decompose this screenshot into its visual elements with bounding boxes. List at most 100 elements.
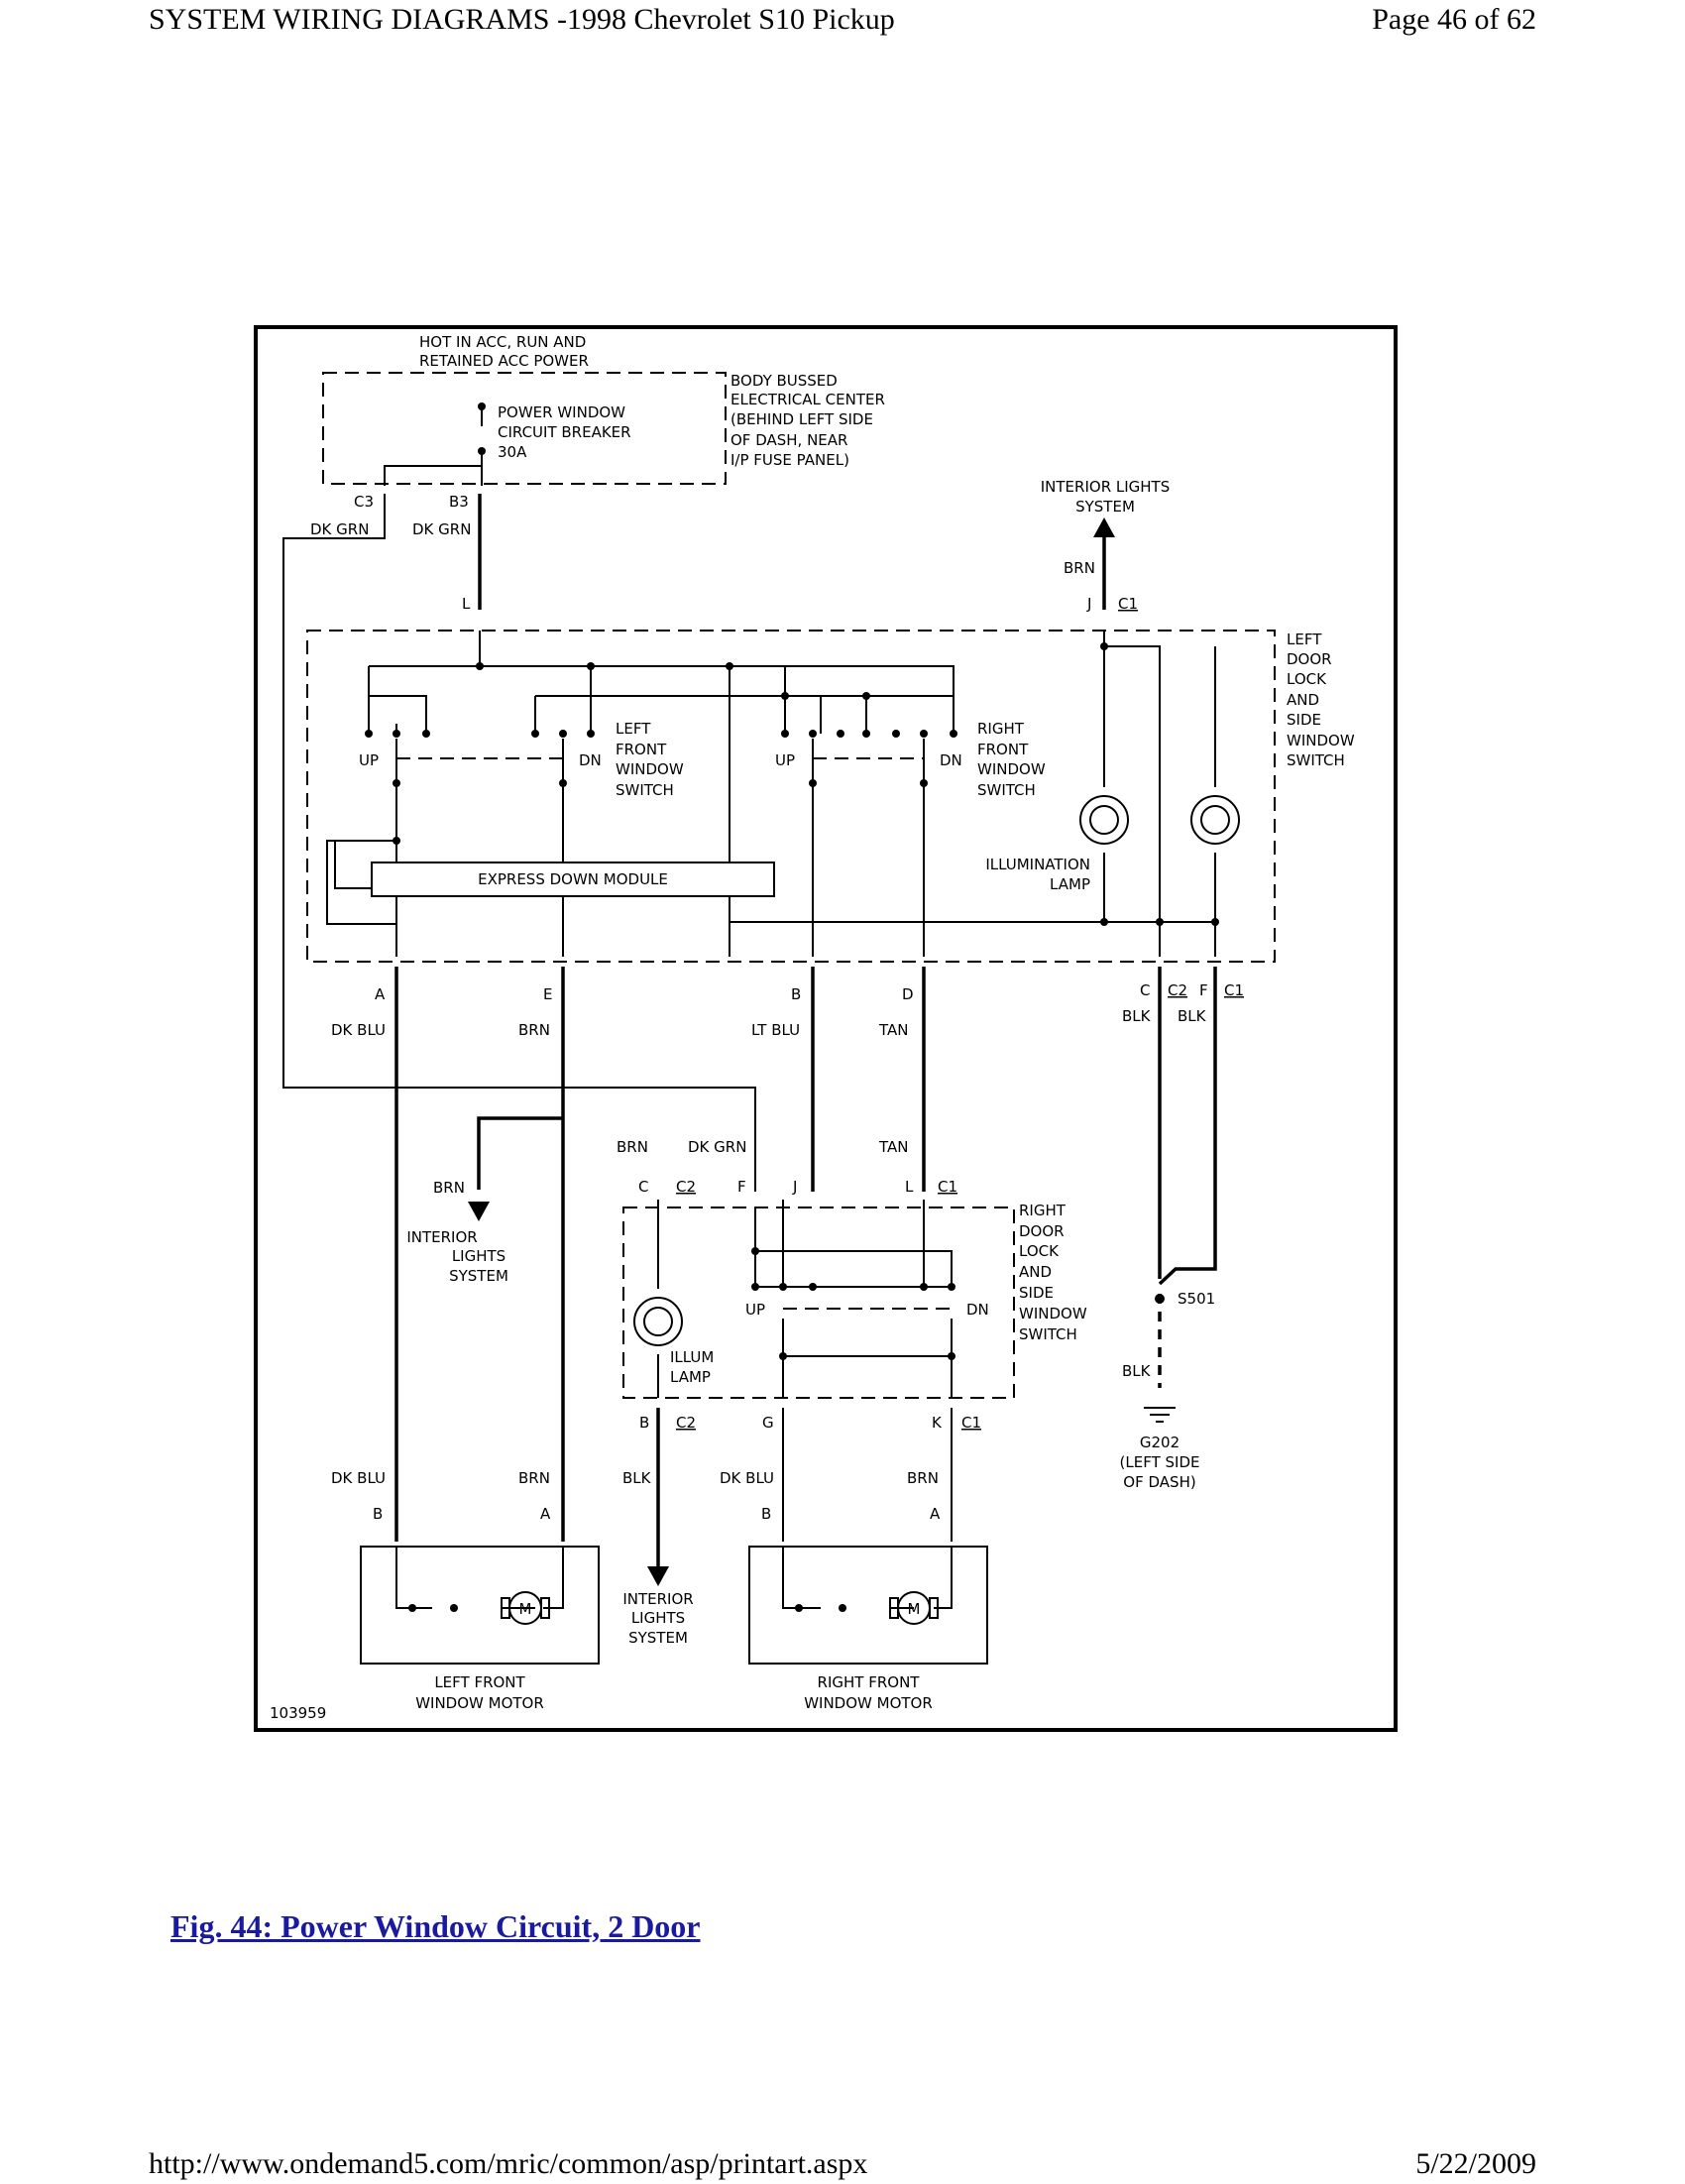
- pin-f: F: [737, 1178, 746, 1196]
- splice-s501: S501: [1178, 1290, 1215, 1308]
- right-door-switch-1: RIGHT: [1019, 1202, 1067, 1219]
- page-number: Page 46 of 62: [1372, 3, 1536, 36]
- wire-blk: BLK: [1178, 1007, 1207, 1025]
- pin-l: L: [905, 1178, 914, 1196]
- motor-symbol: M: [519, 1600, 532, 1618]
- left-door-switch-6: WINDOW: [1287, 732, 1355, 749]
- pin-k: K: [932, 1414, 943, 1432]
- wires: [282, 406, 1217, 1609]
- pin-l: L: [462, 595, 471, 613]
- right-front-switch-3: WINDOW: [977, 760, 1046, 778]
- left-door-switch-1: LEFT: [1287, 631, 1322, 648]
- connector-c1: C1: [938, 1178, 957, 1196]
- lamp-icon: [633, 795, 1240, 1346]
- left-motor-label-1: LEFT FRONT: [434, 1673, 525, 1691]
- figure-id: 103959: [270, 1704, 326, 1722]
- left-motor-box: [360, 1546, 600, 1665]
- bussed-center-4: OF DASH, NEAR: [730, 431, 847, 449]
- right-motor-label-1: RIGHT FRONT: [818, 1673, 921, 1691]
- bussed-center-boundary: [322, 372, 727, 485]
- express-down-module-box: [371, 862, 775, 897]
- label-dn: DN: [579, 751, 602, 769]
- left-motor-label-2: WINDOW MOTOR: [415, 1694, 544, 1712]
- right-door-switch-3: LOCK: [1019, 1242, 1060, 1260]
- illumination-lamp-1: ILLUMINATION: [985, 856, 1090, 873]
- right-door-switch-7: SWITCH: [1019, 1325, 1077, 1343]
- ground-g202-3: OF DASH): [1123, 1473, 1195, 1491]
- illum-lamp-1: ILLUM: [670, 1348, 714, 1366]
- interior-lights-bottom-1: INTERIOR: [622, 1590, 693, 1608]
- label-dn: DN: [966, 1301, 989, 1319]
- pin-b: B: [761, 1505, 771, 1523]
- ground-icon: [1144, 1407, 1176, 1423]
- right-door-switch-2: DOOR: [1019, 1222, 1065, 1240]
- arrow-down-interior-lights-bottom: [647, 1566, 669, 1586]
- pin-d: D: [902, 985, 914, 1003]
- connector-c2: C2: [676, 1178, 696, 1196]
- connector-c1: C1: [1224, 981, 1244, 999]
- left-door-switch-boundary: [306, 630, 1276, 963]
- label-up: UP: [745, 1301, 765, 1319]
- footer-url: http://www.ondemand5.com/mric/common/asp…: [149, 2147, 868, 2180]
- left-door-switch-4: AND: [1287, 691, 1319, 709]
- bussed-center-1: BODY BUSSED: [730, 372, 838, 390]
- breaker-label-3: 30A: [498, 443, 527, 461]
- bussed-center-3: (BEHIND LEFT SIDE: [730, 410, 873, 428]
- junction-dots: [365, 402, 1219, 1612]
- pin-b: B: [639, 1414, 649, 1432]
- bussed-center-5: I/P FUSE PANEL): [730, 451, 849, 469]
- interior-lights-top-2: SYSTEM: [1075, 498, 1135, 516]
- wire-dk-blu: DK BLU: [331, 1469, 386, 1487]
- wire-dk-grn: DK GRN: [688, 1138, 746, 1156]
- motor-symbol: M: [908, 1600, 921, 1618]
- page-header-title: SYSTEM WIRING DIAGRAMS -1998 Chevrolet S…: [149, 3, 895, 36]
- pin-j: J: [792, 1178, 797, 1196]
- wire-dk-grn: DK GRN: [412, 520, 471, 538]
- interior-lights-left-2: LIGHTS: [452, 1247, 506, 1265]
- pin-g: G: [762, 1414, 774, 1432]
- pin-a: A: [540, 1505, 551, 1523]
- wire-blk: BLK: [1122, 1362, 1152, 1380]
- left-front-switch-2: FRONT: [616, 741, 667, 758]
- wire-lt-blu: LT BLU: [751, 1021, 800, 1039]
- bussed-center-2: ELECTRICAL CENTER: [730, 391, 885, 408]
- footer-date: 5/22/2009: [1415, 2147, 1536, 2180]
- right-front-switch-2: FRONT: [977, 741, 1029, 758]
- wire-brn: BRN: [907, 1469, 939, 1487]
- illumination-lamp-2: LAMP: [1050, 875, 1090, 893]
- illum-lamp-2: LAMP: [670, 1368, 711, 1386]
- express-down-module-label: EXPRESS DOWN MODULE: [478, 870, 668, 888]
- hot-label-1: HOT IN ACC, RUN AND: [419, 333, 586, 351]
- breaker-label-2: CIRCUIT BREAKER: [498, 423, 631, 441]
- left-door-switch-5: SIDE: [1287, 711, 1321, 729]
- left-door-switch-2: DOOR: [1287, 650, 1332, 668]
- label-dn: DN: [940, 751, 962, 769]
- wire-dk-grn: DK GRN: [310, 520, 369, 538]
- wire-brn: BRN: [1064, 559, 1095, 577]
- pin-a: A: [930, 1505, 941, 1523]
- interior-lights-left-3: SYSTEM: [449, 1267, 508, 1285]
- hot-label-2: RETAINED ACC POWER: [419, 352, 589, 370]
- arrow-down-interior-lights-left: [468, 1202, 490, 1221]
- pin-b: B: [373, 1505, 383, 1523]
- wire-brn: BRN: [518, 1021, 550, 1039]
- pin-e: E: [543, 985, 552, 1003]
- left-door-switch-3: LOCK: [1287, 670, 1327, 688]
- right-motor-label-2: WINDOW MOTOR: [804, 1694, 933, 1712]
- wire-blk: BLK: [622, 1469, 652, 1487]
- connector-c2: C2: [1168, 981, 1187, 999]
- figure-caption-link[interactable]: Fig. 44: Power Window Circuit, 2 Door: [170, 1908, 701, 1944]
- label-up: UP: [775, 751, 795, 769]
- pin-f: F: [1199, 981, 1208, 999]
- breaker-label-1: POWER WINDOW: [498, 403, 625, 421]
- pin-b3: B3: [449, 493, 469, 511]
- pin-a: A: [375, 985, 386, 1003]
- interior-lights-bottom-2: LIGHTS: [631, 1609, 685, 1627]
- interior-lights-left-1: INTERIOR: [406, 1228, 477, 1246]
- interior-lights-top-1: INTERIOR LIGHTS: [1041, 478, 1171, 496]
- left-front-switch-1: LEFT: [616, 720, 651, 738]
- wire-dk-blu: DK BLU: [331, 1021, 386, 1039]
- motor-icon: [501, 1591, 939, 1625]
- right-door-switch-5: SIDE: [1019, 1284, 1054, 1302]
- label-up: UP: [359, 751, 379, 769]
